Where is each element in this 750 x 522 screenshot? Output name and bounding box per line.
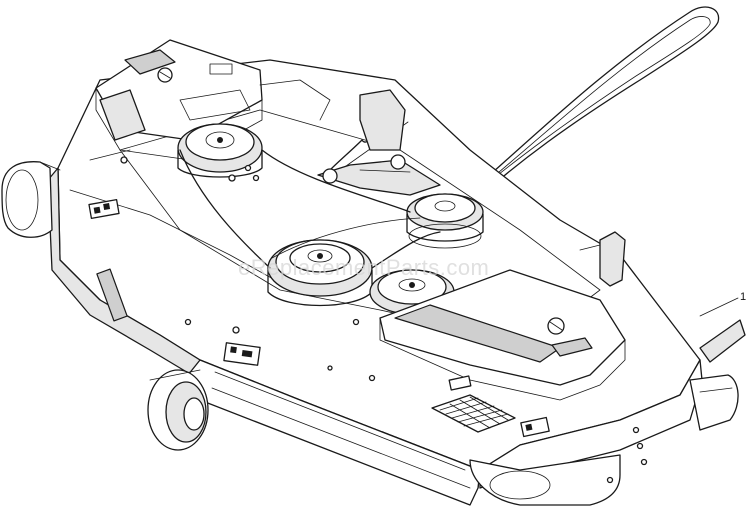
right-front-roller <box>469 454 621 506</box>
watermark-text: eReplacementParts.com <box>238 255 489 280</box>
safety-decal-left <box>88 199 128 322</box>
warning-decal-grid <box>431 375 550 438</box>
fasteners <box>120 156 648 484</box>
callout-label: 1 <box>740 291 746 303</box>
right-rear-roller <box>689 374 739 431</box>
left-front-wheel <box>147 369 209 451</box>
center-pulley <box>267 239 373 307</box>
callout-1: 1 <box>699 291 746 317</box>
idler-pulleys <box>406 193 484 249</box>
rear-left-pulley <box>177 123 263 178</box>
safety-decal-center <box>223 342 261 366</box>
right-spindle-housing <box>379 269 626 401</box>
deck-belt <box>179 149 441 269</box>
left-spindle-housing <box>95 39 263 161</box>
rear-brackets <box>259 79 746 363</box>
left-rear-roller <box>1 161 61 238</box>
drive-belt <box>449 6 720 211</box>
